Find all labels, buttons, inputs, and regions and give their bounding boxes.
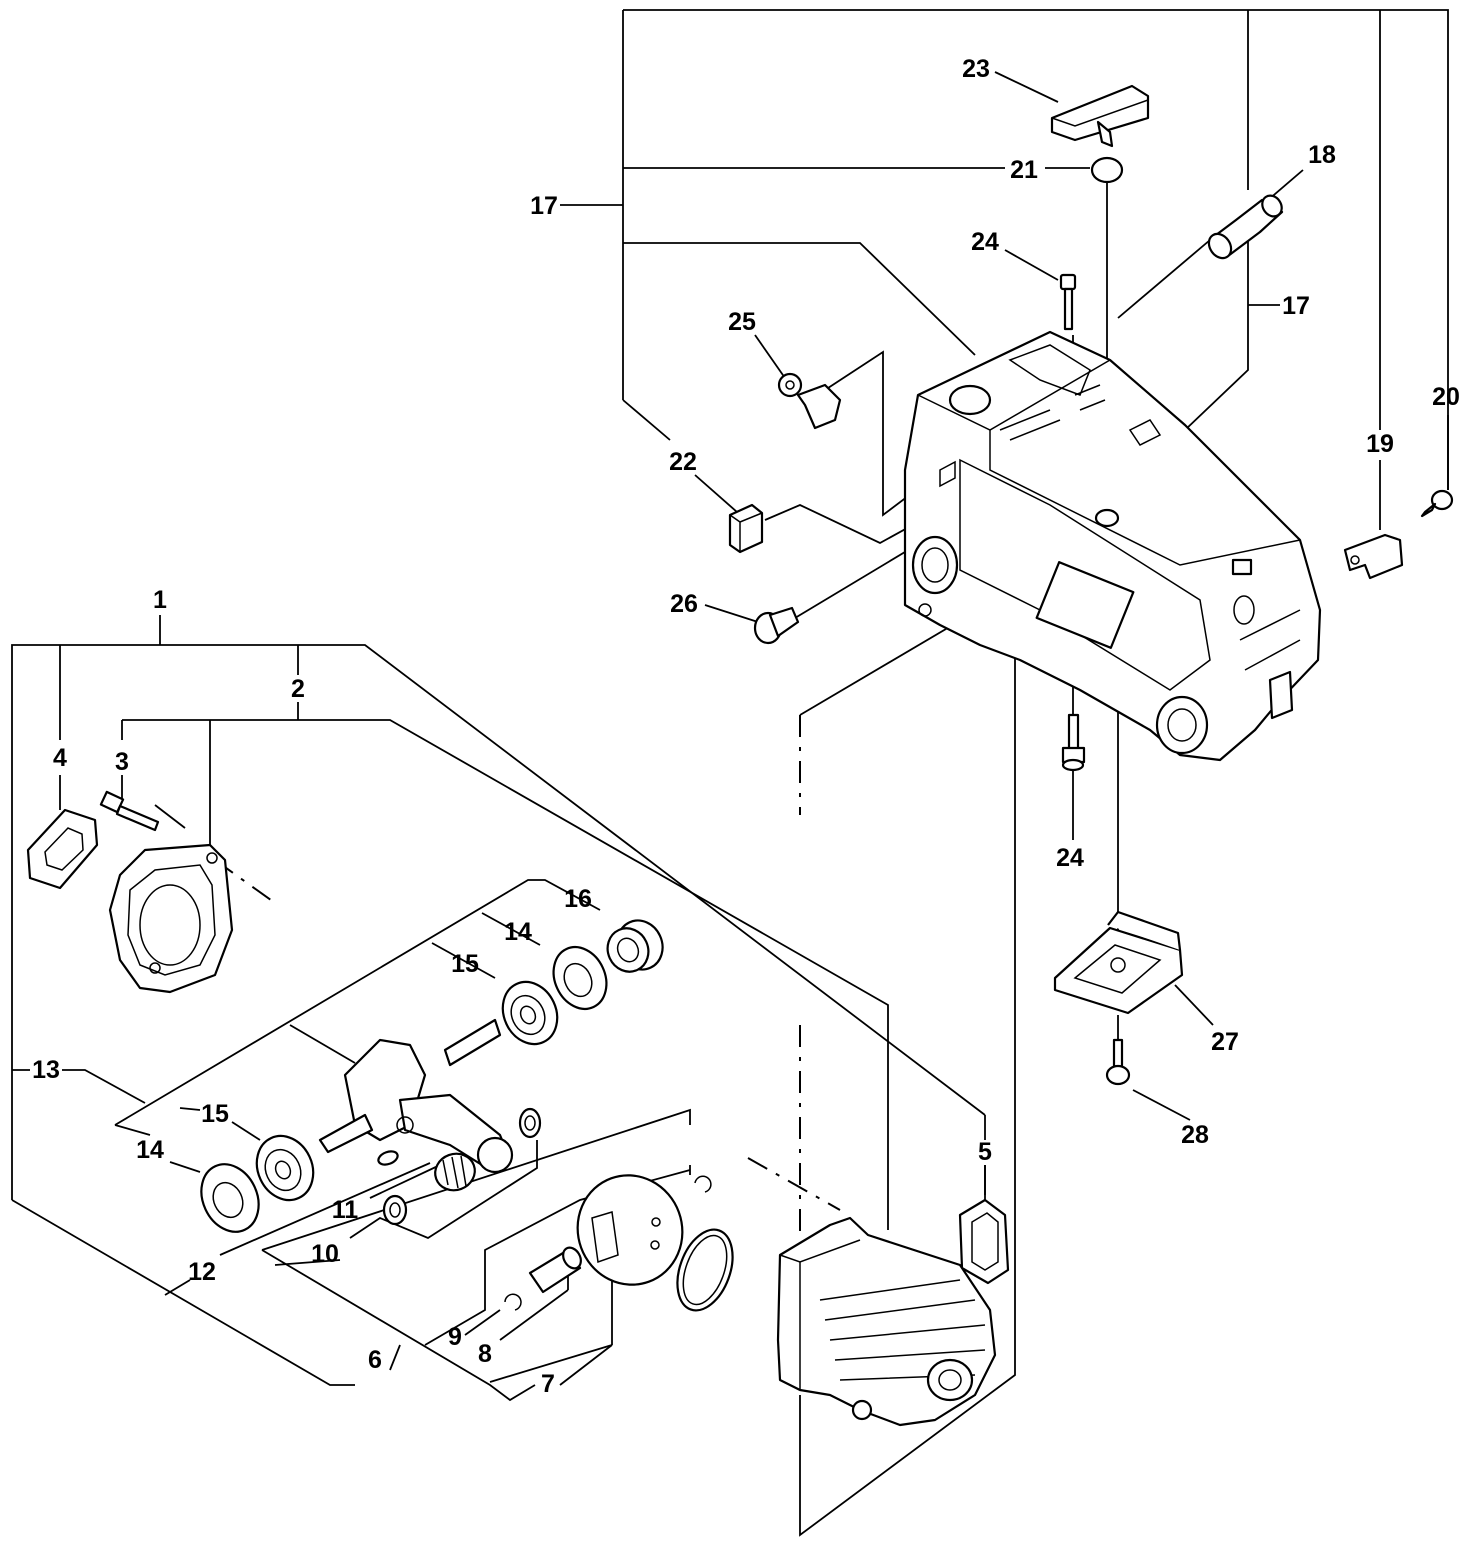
- plug-screw-part: [753, 606, 800, 645]
- chain-catcher-part: [777, 372, 842, 430]
- thrust-washer-top-part: [518, 1107, 542, 1139]
- callout-17-right: 17: [1282, 292, 1310, 320]
- cylinder-gasket-part: [958, 1198, 1010, 1285]
- callout-26: 26: [670, 590, 698, 618]
- callout-24-bottom: 24: [1056, 844, 1084, 872]
- callout-21: 21: [1010, 156, 1038, 184]
- piston-pin-part: [528, 1246, 582, 1294]
- callout-labels: 1 2 3 4 5 6 7 8 9 10 11 12 13 14 14 15 1…: [32, 55, 1460, 1398]
- oil-hose-nipple-part: [1207, 194, 1284, 260]
- callout-2: 2: [291, 675, 305, 703]
- callout-28: 28: [1181, 1121, 1209, 1149]
- callout-5: 5: [978, 1138, 992, 1166]
- crankshaft-part: [318, 1018, 514, 1174]
- crankcase-housing-part: [903, 330, 1322, 762]
- oil-seal-part: [606, 919, 664, 973]
- spike-bracket-part: [1343, 533, 1404, 580]
- bottom-cover-plate-part: [1053, 910, 1184, 1015]
- brake-lever-cap-part: [1050, 84, 1150, 148]
- callout-7: 7: [541, 1370, 555, 1398]
- screw-bottom-part: [1061, 713, 1086, 772]
- leader-lines: [11, 9, 1449, 1537]
- bearing-left-part: [200, 1163, 260, 1233]
- ball-bearing-left-part: [255, 1134, 315, 1202]
- cylinder-part: [776, 1216, 997, 1427]
- callout-16: 16: [564, 885, 592, 913]
- piston-ring-part: [676, 1228, 734, 1312]
- cover-screw-part: [1105, 1038, 1131, 1086]
- ball-bearing-right-part: [501, 980, 559, 1046]
- callout-24-top: 24: [971, 228, 999, 256]
- bolt-part: [99, 790, 160, 832]
- callout-9: 9: [448, 1323, 462, 1351]
- callout-22: 22: [669, 448, 697, 476]
- callout-11: 11: [332, 1196, 359, 1224]
- callout-27: 27: [1211, 1028, 1239, 1056]
- bracket-screw-part: [1420, 489, 1454, 518]
- screw-top-part: [1059, 273, 1077, 331]
- needle-bearing-part: [434, 1152, 476, 1192]
- callout-19: 19: [1366, 430, 1394, 458]
- callout-15-right: 15: [451, 950, 479, 978]
- callout-25: 25: [728, 308, 756, 336]
- crankcase-half-part: [108, 843, 234, 994]
- callout-14-right: 14: [504, 918, 532, 946]
- rubber-plug-part: [1090, 156, 1124, 184]
- callout-4: 4: [53, 744, 67, 772]
- callout-6: 6: [368, 1346, 382, 1374]
- thrust-washer-bottom-part: [382, 1194, 408, 1226]
- callout-17-left: 17: [530, 192, 558, 220]
- callout-10: 10: [311, 1240, 339, 1268]
- callout-15-left: 15: [201, 1100, 229, 1128]
- callout-3: 3: [115, 748, 129, 776]
- circlip-part: [504, 1175, 712, 1311]
- piston-part: [576, 1174, 684, 1286]
- callout-13: 13: [32, 1056, 60, 1084]
- callout-8: 8: [478, 1340, 492, 1368]
- callout-1: 1: [153, 586, 167, 614]
- callout-23: 23: [962, 55, 990, 83]
- callout-18: 18: [1308, 141, 1336, 169]
- gasket-part: [26, 808, 99, 890]
- bearing-right-part: [552, 946, 608, 1010]
- rubber-bumper-part: [728, 503, 764, 554]
- callout-20: 20: [1432, 383, 1460, 411]
- callout-14-left: 14: [136, 1136, 164, 1164]
- woodruff-key-part: [377, 1150, 399, 1166]
- callout-12: 12: [188, 1258, 216, 1286]
